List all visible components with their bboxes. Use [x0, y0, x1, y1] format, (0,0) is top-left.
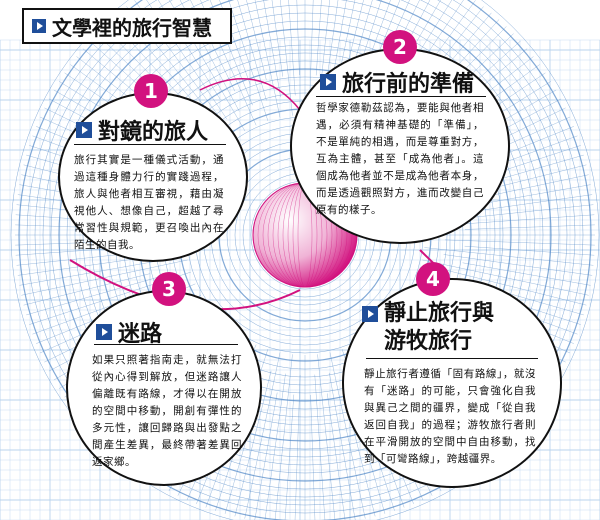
section-2-title: 旅行前的準備 — [320, 66, 474, 98]
section-3-oval — [66, 290, 262, 486]
play-marker-icon — [32, 19, 46, 33]
section-1-oval — [58, 92, 248, 262]
section-4-divider — [366, 358, 538, 359]
play-marker-icon — [320, 74, 336, 90]
section-3-title: 迷路 — [96, 316, 162, 348]
section-1-number-badge: 1 — [134, 74, 168, 108]
section-1-body: 旅行其實是一種儀式活動，通過這種身體力行的實踐過程，旅人與他者相互審視，藉由凝視… — [74, 154, 224, 251]
section-3-divider — [94, 344, 238, 345]
page-title: 文學裡的旅行智慧 — [52, 15, 212, 40]
section-3-body: 如果只照著指南走，就無法打從內心得到解放，但迷路讓人偏離既有路線，才得以在開放的… — [92, 354, 242, 468]
section-2-body: 哲學家德勒茲認為，要能與他者相遇，必須有精神基礎的「準備」，不是單純的相遇，而是… — [316, 102, 484, 216]
section-2-title-text: 旅行前的準備 — [342, 72, 475, 97]
play-marker-icon — [96, 324, 112, 340]
section-1-divider — [74, 144, 226, 145]
section-2-divider — [316, 96, 486, 97]
section-1-title: 對鏡的旅人 — [76, 114, 208, 146]
section-4-oval — [342, 278, 562, 488]
section-4-body: 靜止旅行者遵循「固有路線」，就沒有「迷路」的可能，只會強化自我與異己之間的疆界，… — [364, 368, 536, 465]
section-1-title-text: 對鏡的旅人 — [98, 120, 209, 145]
section-3-title-text: 迷路 — [118, 322, 163, 347]
section-2-number-badge: 2 — [383, 30, 417, 64]
section-3-number-badge: 3 — [152, 272, 186, 306]
play-marker-icon — [76, 122, 92, 138]
section-4-number-badge: 4 — [416, 262, 450, 296]
header-title-box: 文學裡的旅行智慧 — [22, 8, 232, 44]
play-marker-icon — [362, 306, 378, 322]
section-4-title-text: 靜止旅行與 游牧旅行 — [384, 301, 495, 354]
section-4-title: 靜止旅行與 游牧旅行 — [362, 300, 494, 356]
